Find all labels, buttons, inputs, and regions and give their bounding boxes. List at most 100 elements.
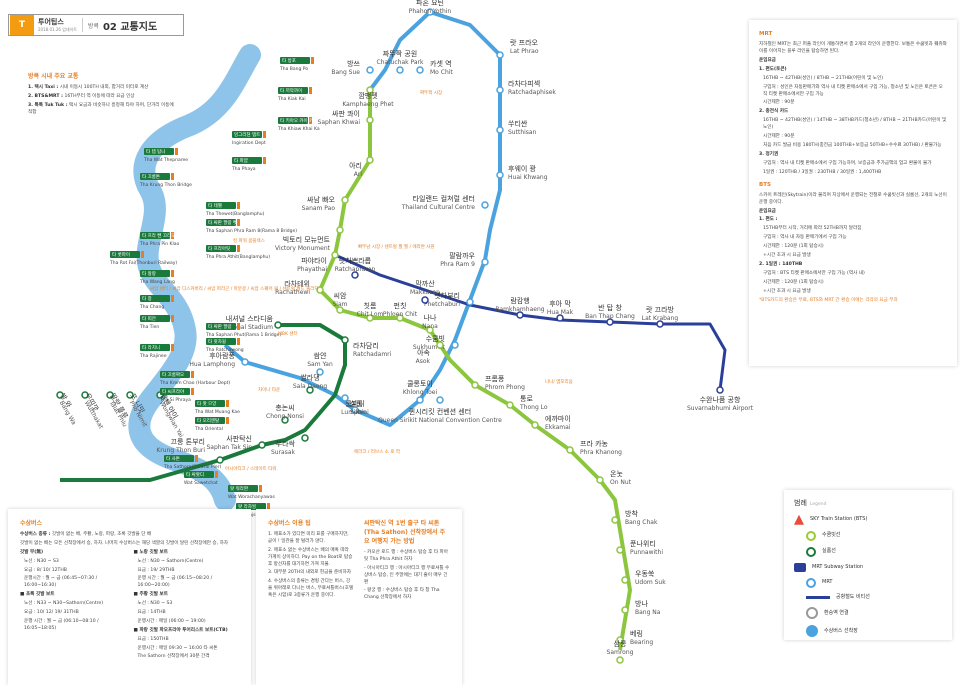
station-marker[interactable] [274,321,282,329]
station-marker[interactable] [496,126,504,134]
pier-tag-bg[interactable] [140,315,170,322]
pier-tag-bg[interactable] [280,57,310,64]
pier-tag-bg[interactable] [206,202,236,209]
pier-tag-bg[interactable] [195,417,225,424]
station-marker[interactable] [496,86,504,94]
station-marker[interactable] [611,516,619,524]
station-marker[interactable] [496,51,504,59]
station-marker[interactable] [621,576,629,584]
pier-tag-bg[interactable] [140,173,170,180]
pier-tag-bg[interactable] [236,503,266,510]
station-marker[interactable] [436,341,444,349]
station-marker[interactable] [416,396,424,404]
station-marker[interactable] [616,656,624,664]
station-marker[interactable] [331,251,339,259]
station-marker[interactable] [281,416,289,424]
station[interactable]: 카셋 역Mo Chit [416,59,453,76]
station-marker[interactable] [656,320,664,328]
station-marker[interactable] [366,314,374,322]
station-marker[interactable] [301,434,309,442]
station-marker[interactable] [341,196,349,204]
station-marker[interactable] [496,171,504,179]
station-marker[interactable] [426,326,434,334]
pier-tag-bg[interactable] [144,148,174,155]
station-marker[interactable] [596,476,604,484]
pier-tag-bg[interactable] [206,323,236,330]
station-marker[interactable] [566,446,574,454]
station-marker[interactable] [396,66,404,74]
station-marker[interactable] [316,286,324,294]
station-marker[interactable] [366,156,374,164]
station-marker[interactable] [341,336,349,344]
station-marker[interactable] [481,201,489,209]
station-marker[interactable] [81,391,89,399]
station-marker[interactable] [56,391,64,399]
station-marker[interactable] [556,314,564,322]
pier-tag-bg[interactable] [140,295,170,302]
station-marker[interactable] [316,368,324,376]
station-marker[interactable] [366,66,374,74]
station-marker[interactable] [421,296,429,304]
pier-tag-bg[interactable] [232,131,262,138]
station-marker[interactable] [516,311,524,319]
station-marker[interactable] [506,401,514,409]
station-marker[interactable] [466,298,474,306]
station-marker[interactable] [426,8,434,16]
station-marker[interactable] [306,386,314,394]
pier-tag-bg[interactable] [160,388,190,395]
station-marker[interactable] [216,456,224,464]
station-marker[interactable] [606,318,614,326]
station-marker[interactable] [436,396,444,404]
station-marker[interactable] [341,394,349,402]
pier-tag-bg[interactable] [228,485,258,492]
